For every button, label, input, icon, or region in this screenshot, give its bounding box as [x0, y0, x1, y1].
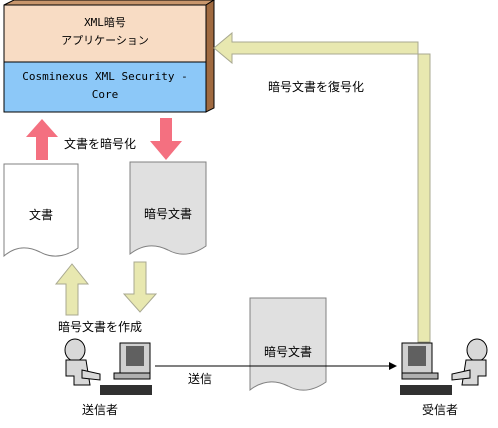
application-box: [3, 0, 215, 113]
sender-keyboard: [113, 372, 151, 380]
sender-screen: [126, 346, 144, 366]
encrypt-down-arrow: [150, 118, 182, 160]
plain-document-label: 文書: [28, 208, 53, 222]
xml-security-core-panel: [3, 61, 207, 113]
encrypted-document-transit-label: 暗号文書: [263, 345, 312, 359]
receiver-keyboard: [401, 372, 439, 380]
encrypted-document-transit: [249, 297, 327, 392]
sender-desk: [100, 385, 152, 395]
create-label: 暗号文書を作成: [58, 320, 143, 334]
decrypt-label: 暗号文書を復号化: [268, 80, 365, 94]
receiver-arm: [451, 369, 471, 381]
receiver-screen: [408, 346, 426, 366]
plain-document: [3, 163, 79, 258]
encrypted-document-top-label: 暗号文書: [143, 207, 192, 221]
receiver-body: [461, 359, 487, 386]
sender-figure: [64, 338, 152, 395]
encrypt-up-arrow: [26, 119, 58, 160]
encrypted-document-top: [129, 161, 207, 256]
create-up-arrow: [54, 263, 90, 316]
encrypt-label: 文書を暗号化: [64, 137, 137, 151]
app-title-line1: XML暗号: [84, 16, 126, 29]
sender-head: [64, 338, 86, 362]
app-title-line2: アプリケーション: [61, 34, 149, 47]
yellow-arrows: [54, 31, 431, 343]
core-title-line1: Cosminexus XML Security -: [22, 70, 188, 83]
receiver-label: 受信者: [421, 403, 458, 417]
app-box-top-face: [3, 0, 215, 6]
sender-body: [65, 359, 91, 386]
sender-arm: [81, 369, 101, 381]
xml-encryption-app-panel: [3, 4, 207, 63]
red-arrows: [26, 118, 182, 160]
core-title-line2: Core: [91, 88, 119, 101]
receiver-desk: [400, 385, 452, 395]
app-box-side-face: [205, 0, 215, 113]
decrypt-return-arrow: [213, 31, 431, 343]
receiver-head: [466, 338, 488, 362]
sender-label: 送信者: [81, 403, 118, 417]
create-down-arrow: [122, 261, 158, 313]
receiver-figure: [400, 338, 488, 395]
send-label: 送信: [188, 372, 213, 386]
